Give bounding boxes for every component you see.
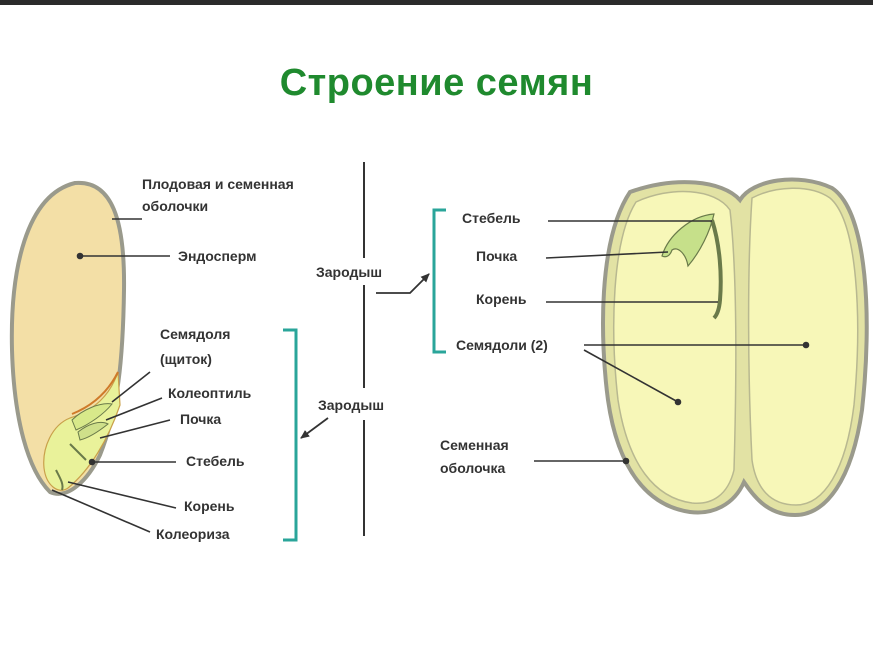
bean-bud <box>661 213 715 268</box>
bean-embryo-bracket <box>432 208 446 354</box>
bean-seed <box>601 177 869 518</box>
label-grain-endosperm: Эндосперм <box>178 248 256 264</box>
bean-cotyledon-left <box>613 190 737 504</box>
grain-embryo-arrow <box>300 417 329 439</box>
label-bean-cotyledons: Семядоли (2) <box>456 337 548 353</box>
label-grain-cotyledon-2: (щиток) <box>160 351 212 367</box>
label-grain-coleoptile: Колеоптиль <box>168 385 252 401</box>
label-grain-coat-1: Плодовая и семенная <box>142 176 294 192</box>
label-bean-coat-1: Семенная <box>440 437 509 453</box>
grain-embryo-bracket <box>283 328 298 542</box>
grain-seed <box>9 180 127 496</box>
grain-stem <box>69 443 87 461</box>
label-grain-root: Корень <box>184 498 235 514</box>
grain-bud <box>77 421 109 441</box>
label-bean-stem: Стебель <box>462 210 521 226</box>
label-grain-embryo: Зародыш <box>318 397 384 413</box>
label-bean-root: Корень <box>476 291 527 307</box>
bean-pointers <box>534 220 810 465</box>
label-grain-coleorhiza: Колеориза <box>156 526 230 542</box>
label-grain-coat-2: оболочки <box>142 198 208 214</box>
page-title: Строение семян <box>279 62 594 104</box>
label-grain-stem: Стебель <box>186 453 245 469</box>
label-grain-cotyledon-1: Семядоля <box>160 326 230 342</box>
label-grain-bud: Почка <box>180 411 221 427</box>
bean-stem-root <box>710 219 723 320</box>
label-bean-embryo: Зародыш <box>316 264 382 280</box>
bean-cotyledon-right <box>747 187 859 506</box>
bean-embryo-arrow <box>376 273 430 294</box>
label-bean-coat-2: оболочка <box>440 460 505 476</box>
grain-pointers <box>51 218 177 533</box>
label-bean-bud: Почка <box>476 248 517 264</box>
top-bar <box>0 0 873 5</box>
grain-scutellum <box>71 371 119 415</box>
grain-root <box>55 469 64 491</box>
grain-coleoptile <box>71 403 113 431</box>
